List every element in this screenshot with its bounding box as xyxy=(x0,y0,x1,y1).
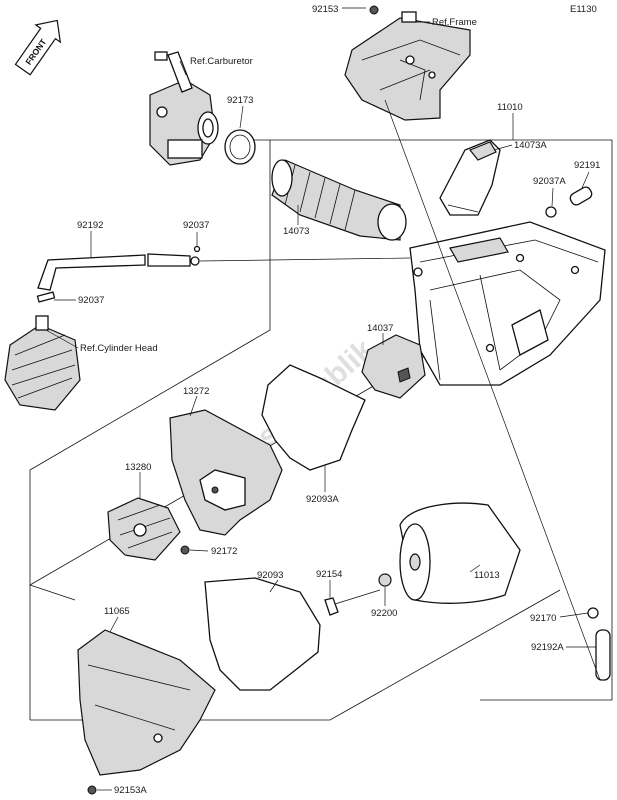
label-92037-left: 92037 xyxy=(78,295,104,306)
label-92037A: 92037A xyxy=(533,176,566,187)
leader-lines xyxy=(45,7,601,791)
label-92154: 92154 xyxy=(316,569,342,580)
label-92191: 92191 xyxy=(574,160,600,171)
label-92173: 92173 xyxy=(227,95,253,106)
carburetor-part xyxy=(149,51,219,166)
label-ref-cylinder-head: Ref.Cylinder Head xyxy=(80,343,158,354)
label-ref-carburetor: Ref.Carburetor xyxy=(190,56,253,67)
label-92093: 92093 xyxy=(257,570,283,581)
cover-11065 xyxy=(77,629,216,776)
assembly-outline-upper xyxy=(232,139,613,701)
label-13280: 13280 xyxy=(125,462,151,473)
assembly-outline-cover xyxy=(29,584,76,601)
clip-92037-left xyxy=(36,291,56,303)
air-filter-11013 xyxy=(399,502,521,604)
diagram-code: E1130 xyxy=(570,4,597,15)
holder-plate-13272 xyxy=(169,409,283,536)
label-14037: 14037 xyxy=(367,323,393,334)
elbow-14073A xyxy=(439,139,501,216)
washer-92200 xyxy=(378,573,392,587)
label-14073A: 14073A xyxy=(514,140,547,151)
bolt-92154 xyxy=(324,589,381,616)
label-11013: 11013 xyxy=(474,570,500,581)
label-92037-top: 92037 xyxy=(183,220,209,231)
breather-hose-92192 xyxy=(37,245,201,291)
filter-cage-13280 xyxy=(107,497,181,561)
screw-92153A xyxy=(87,785,97,795)
plug-92191 xyxy=(569,186,593,206)
filter-plate-14037 xyxy=(361,334,426,399)
label-13272: 13272 xyxy=(183,386,209,397)
label-92170: 92170 xyxy=(530,613,556,624)
gasket-92093 xyxy=(204,577,321,691)
screw-92172 xyxy=(180,545,190,555)
bolt-92153-icon xyxy=(369,5,379,15)
air-cleaner-housing-11010 xyxy=(409,221,606,386)
label-11010: 11010 xyxy=(497,102,523,113)
cylinder-head-part xyxy=(4,315,81,411)
label-14073: 14073 xyxy=(283,226,309,237)
label-92192: 92192 xyxy=(77,220,103,231)
hose-92192A xyxy=(595,629,611,681)
label-ref-frame: Ref.Frame xyxy=(432,17,477,28)
front-arrow-icon: FRONT xyxy=(14,19,62,76)
label-92093A: 92093A xyxy=(306,494,339,505)
label-92192A: 92192A xyxy=(531,642,564,653)
label-92172: 92172 xyxy=(211,546,237,557)
clip-92037A xyxy=(545,206,557,218)
clamp-92173-inner xyxy=(229,134,251,160)
frame-part xyxy=(344,11,471,121)
label-92153: 92153 xyxy=(312,4,338,15)
label-92200: 92200 xyxy=(371,608,397,619)
label-92153A: 92153A xyxy=(114,785,147,796)
clamp-92170 xyxy=(587,607,599,619)
label-11065: 11065 xyxy=(104,606,130,617)
assembly-outline-left xyxy=(29,140,271,720)
intake-duct-14073 xyxy=(271,159,407,241)
gasket-92093A xyxy=(261,364,366,471)
